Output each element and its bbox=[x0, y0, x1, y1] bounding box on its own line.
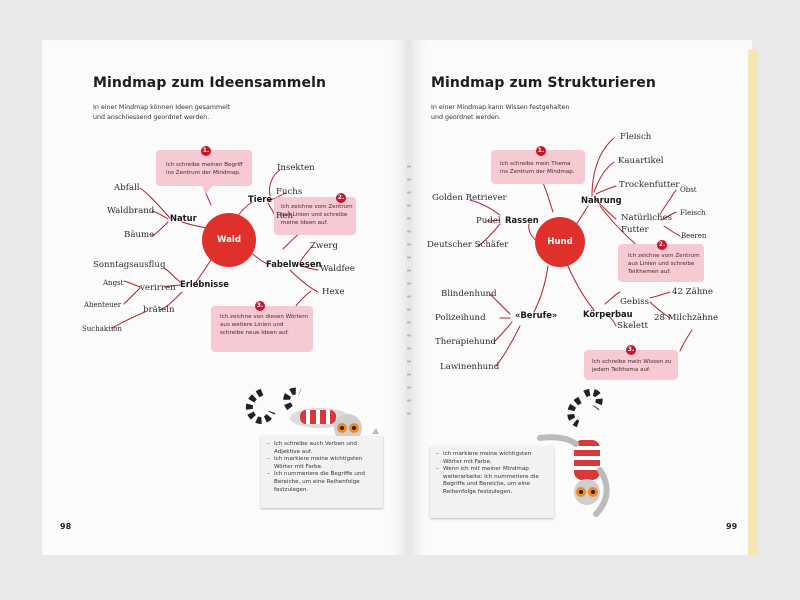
bubble-r2-text: Ich zeichne vom Zentrum aus Linien und s… bbox=[628, 253, 700, 275]
bubble-r3-number: 3. bbox=[626, 345, 636, 355]
leaf-zwerg: Zwerg bbox=[310, 241, 339, 251]
branch-tiere: Tiere bbox=[248, 194, 273, 204]
right-note-item: Wenn ich mit meiner Mindmap weiterarbeit… bbox=[436, 466, 548, 496]
leaf-obst: Obst bbox=[680, 186, 697, 194]
bubble-r1-number: 1. bbox=[536, 146, 546, 156]
bubble-3-number: 3. bbox=[255, 301, 265, 311]
leaf-abfall: Abfall bbox=[114, 183, 140, 193]
left-note-item: Ich markiere meine wichtigsten Wörter mi… bbox=[267, 456, 377, 471]
leaf-42-zaehne: 42 Zähne bbox=[672, 287, 713, 297]
leaf-fleisch: Fleisch bbox=[620, 132, 652, 142]
right-intro-line-1: In einer Mindmap kann Wissen festgehalte… bbox=[431, 104, 570, 111]
bubble-shape-1 bbox=[156, 150, 252, 194]
left-note-card: Ich schreibe auch Verben und Adjektive a… bbox=[261, 436, 383, 508]
leaf-abenteuer: Abenteuer bbox=[84, 301, 122, 309]
leaf-therapiehund: Therapiehund bbox=[435, 337, 497, 347]
leaf-blindenhund: Blindenhund bbox=[441, 289, 497, 299]
line-erlebnisse bbox=[195, 257, 213, 283]
leaf-pudel: Pudel bbox=[476, 216, 501, 226]
bubble-2-text: Ich zeichne vom Zentrum aus Linien und s… bbox=[281, 204, 353, 226]
lemur-illustration-left bbox=[245, 387, 379, 442]
leaf-insekten: Insekten bbox=[277, 163, 315, 173]
lemur-illustration-right bbox=[537, 388, 610, 517]
leaf-braeteln: bräteln bbox=[143, 305, 175, 315]
leaf-polizeihund: Polizeihund bbox=[435, 313, 486, 323]
bubble-shape-2 bbox=[274, 197, 356, 235]
right-page-number: 99 bbox=[726, 522, 738, 531]
right-intro-line-2: und geordnet werden. bbox=[431, 114, 501, 121]
leaf-futter: Futter bbox=[621, 225, 649, 235]
center-label-hund: Hund bbox=[547, 237, 573, 247]
branch-koerperbau: Körperbau bbox=[583, 309, 633, 319]
branch-natur: Natur bbox=[170, 213, 197, 223]
right-note-card: Ich markiere meine wichtigsten Wörter mi… bbox=[430, 446, 554, 518]
leaf-sonntagsausflug: Sonntagsausflug bbox=[93, 260, 166, 270]
leaf-trockenfutter: Trockenfutter bbox=[619, 180, 680, 190]
bubble-r2-number: 2. bbox=[657, 240, 667, 250]
bubble-shape-r3 bbox=[584, 350, 678, 380]
branch-erlebnisse: Erlebnisse bbox=[180, 279, 229, 289]
page-edge bbox=[748, 50, 758, 555]
left-note-item: Ich nummeriere die Begriffe und Bereiche… bbox=[267, 471, 377, 494]
leaf-fuchs: Fuchs bbox=[276, 187, 303, 197]
line-natur bbox=[181, 221, 208, 229]
bubble-shape-r1 bbox=[491, 150, 585, 184]
right-note-item: Ich markiere meine wichtigsten Wörter mi… bbox=[436, 451, 548, 466]
leaf-kauartikel: Kauartikel bbox=[618, 156, 664, 166]
leaf-waldfee: Waldfee bbox=[320, 264, 355, 274]
leaf-gebiss: Gebiss bbox=[620, 297, 650, 307]
right-page-title: Mindmap zum Strukturieren bbox=[431, 75, 656, 91]
bubble-shape-3 bbox=[211, 306, 313, 352]
bubble-shape-r2 bbox=[618, 244, 704, 282]
left-page-number: 98 bbox=[60, 522, 72, 531]
leaf-beeren: Beeren bbox=[681, 232, 707, 240]
leaf-skelett: Skelett bbox=[617, 321, 648, 331]
leaf-waldbrand: Waldbrand bbox=[107, 206, 155, 216]
branch-nahrung: Nahrung bbox=[581, 195, 622, 205]
branch-fabelwesen: Fabelwesen bbox=[266, 259, 322, 269]
leaf-reh: Reh bbox=[276, 211, 294, 221]
bubble-r3-text: Ich schreibe mein Wissen zu jedem Teilth… bbox=[592, 359, 672, 373]
left-note-item: Ich schreibe auch Verben und Adjektive a… bbox=[267, 441, 377, 456]
center-circle-wald bbox=[202, 213, 256, 267]
branch-rassen: Rassen bbox=[505, 215, 539, 225]
leaf-deutscher-schaefer: Deutscher Schäfer bbox=[427, 240, 509, 250]
center-circle-hund bbox=[535, 217, 585, 267]
leaf-suchaktion: Suchaktion bbox=[82, 325, 122, 333]
leaf-natuerliches: Natürliches bbox=[621, 213, 673, 223]
leaf-baeume: Bäume bbox=[124, 230, 155, 240]
left-intro-line-1: In einer Mindmap können Ideen gesammelt bbox=[93, 104, 231, 111]
gutter-dots-right bbox=[408, 160, 412, 420]
left-intro-line-2: und anschliessend geordnet werden. bbox=[93, 114, 210, 121]
bubble-1-text: Ich schreibe meinen Begriff ins Zentrum … bbox=[166, 162, 243, 176]
bubble-3-text: Ich zeichne von diesen Wörtern aus weite… bbox=[220, 314, 308, 336]
left-page-title: Mindmap zum Ideensammeln bbox=[93, 75, 327, 91]
leaf-fleisch-2: Fleisch bbox=[680, 209, 706, 217]
book-spread bbox=[42, 40, 760, 555]
leaf-hexe: Hexe bbox=[322, 287, 345, 297]
leaf-golden-retriever: Golden Retriever bbox=[432, 193, 507, 203]
bubble-r1-text: Ich schreibe mein Thema ins Zentrum der … bbox=[500, 161, 575, 175]
leaf-28-milchzaehne: 28 Milchzähne bbox=[654, 313, 719, 323]
bubble-1-number: 1. bbox=[201, 146, 211, 156]
bubble-2-number: 2. bbox=[336, 193, 346, 203]
branch-berufe: «Berufe» bbox=[515, 310, 558, 320]
leaf-angst: Angst bbox=[103, 279, 124, 287]
leaf-lawinenhund: Lawinenhund bbox=[440, 362, 500, 372]
center-label-wald: Wald bbox=[216, 235, 242, 245]
leaf-verirren: verirren bbox=[140, 283, 176, 293]
